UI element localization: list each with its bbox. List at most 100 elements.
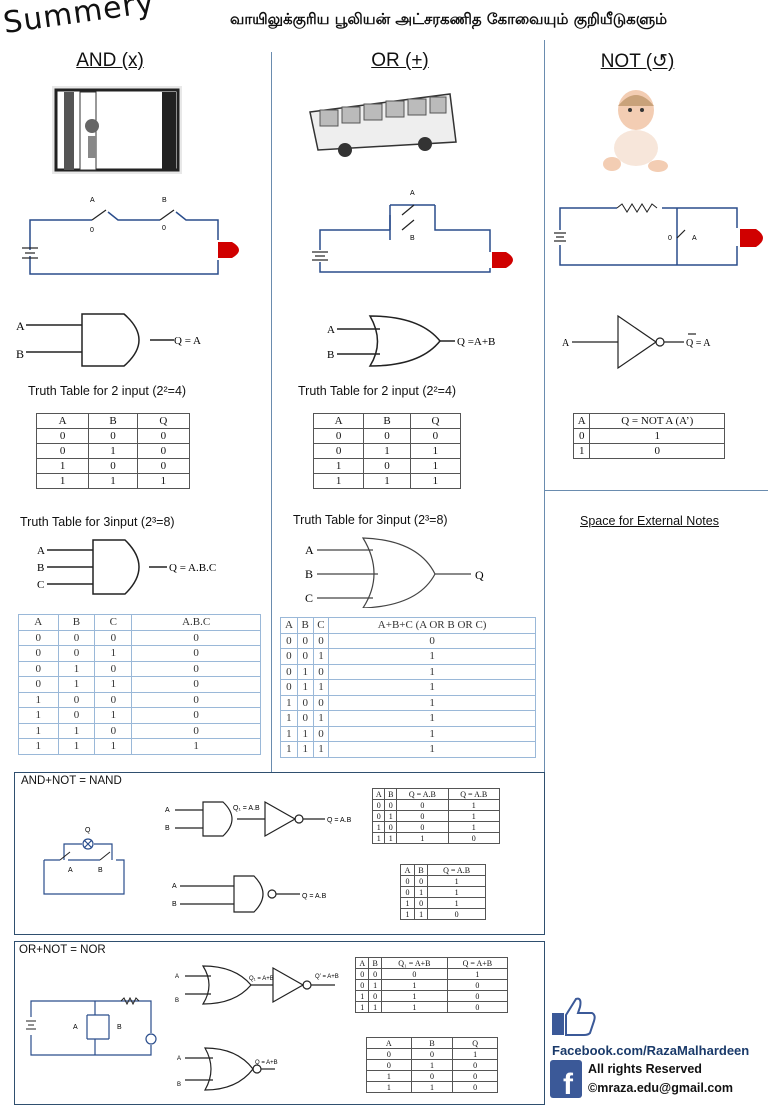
table-cell: Q = NOT A (A’) — [589, 413, 725, 429]
or-parallel-circuit: A B — [312, 190, 513, 273]
svg-text:A: A — [73, 1024, 78, 1031]
table-cell: A — [354, 957, 370, 969]
bus-photo — [309, 93, 457, 157]
table-cell: 1 — [328, 741, 536, 758]
table-cell: 0 — [131, 629, 261, 646]
or-gate-2-input: A B Q =A+B — [327, 315, 495, 367]
table-cell: 1 — [280, 694, 298, 711]
table-cell: 1 — [384, 810, 398, 822]
and-heading: AND (x) — [76, 50, 144, 71]
not-output-label: Q = A — [686, 338, 711, 349]
table-cell: 0 — [296, 694, 314, 711]
or-3-caption: Truth Table for 3input (2³=8) — [293, 513, 448, 527]
table-cell: 0 — [94, 660, 133, 677]
table-cell: B — [410, 1037, 454, 1049]
table-cell: 1 — [296, 725, 314, 742]
svg-text:Q = A.B: Q = A.B — [327, 817, 352, 824]
table-cell: 1 — [18, 738, 59, 755]
table-cell: 0 — [452, 1070, 498, 1082]
page-title: Summery — [1, 0, 157, 41]
table-cell: 1 — [371, 821, 386, 833]
facebook-link[interactable]: Facebook.com/RazaMalhardeen — [552, 1043, 750, 1058]
or-2-caption: Truth Table for 2 input (2²=4) — [298, 384, 457, 398]
table-cell: 1 — [328, 663, 536, 680]
table-cell: 0 — [88, 428, 138, 444]
table-cell: 0 — [18, 676, 59, 693]
and3-input-b: B — [37, 562, 44, 574]
nor-section — [14, 941, 545, 1105]
table-cell: 1 — [414, 908, 429, 920]
not-switch-state: 0 — [668, 235, 672, 242]
svg-text:A: A — [177, 1056, 181, 1062]
not-input-a: A — [562, 338, 570, 349]
table-cell: Q₁ = A+B — [380, 957, 448, 969]
table-cell: 1 — [296, 741, 314, 758]
and3-input-a: A — [37, 545, 45, 557]
svg-text:A: A — [68, 867, 73, 874]
table-cell: 1 — [94, 707, 133, 724]
svg-text:Q’ = A+B: Q’ = A+B — [315, 974, 339, 980]
table-cell: A — [35, 413, 90, 429]
table-cell: 1 — [366, 1070, 412, 1082]
svg-text:B: B — [175, 998, 179, 1004]
table-cell: 1 — [312, 458, 365, 474]
table-cell: 1 — [380, 979, 448, 991]
rights-text: All rights Reserved — [588, 1062, 702, 1076]
table-cell: 0 — [57, 707, 96, 724]
table-cell: 0 — [131, 722, 261, 739]
or3-input-c: C — [305, 591, 313, 605]
table-cell: 1 — [409, 473, 462, 489]
table-cell: 1 — [368, 1001, 382, 1013]
and-gate-2-input: A B Q = A — [16, 313, 201, 367]
table-cell: 1 — [384, 832, 398, 844]
table-cell: 0 — [368, 990, 382, 1002]
table-cell: 0 — [363, 428, 411, 444]
table-cell: 1 — [94, 676, 133, 693]
table-cell: 1 — [35, 458, 90, 474]
table-cell: 1 — [354, 1001, 370, 1013]
table-cell: 1 — [18, 691, 59, 708]
table-cell: A.B.C — [131, 614, 261, 631]
nand-and-not-diagram: AB Q₁ = A.BQ = A.B — [165, 800, 352, 838]
table-cell: A — [572, 413, 591, 429]
table-cell: B — [414, 864, 429, 876]
table-cell: 0 — [366, 1059, 412, 1071]
table-cell: B — [88, 413, 138, 429]
table-cell: 1 — [409, 443, 462, 459]
email-text[interactable]: ©mraza.edu@gmail.com — [588, 1081, 734, 1095]
table-cell: B — [384, 788, 398, 800]
table-cell: 1 — [312, 741, 330, 758]
table-cell: 1 — [427, 886, 486, 898]
and-output-label: Q = A — [174, 335, 201, 347]
table-cell: 1 — [446, 968, 509, 980]
table-cell: 0 — [447, 832, 501, 844]
switch-a-state: 0 — [90, 227, 94, 234]
table-cell: 1 — [409, 458, 462, 474]
and3-input-c: C — [37, 579, 44, 591]
table-cell: 1 — [414, 886, 429, 898]
table-cell: 0 — [446, 990, 509, 1002]
table-cell: 1 — [427, 897, 486, 909]
table-cell: 0 — [396, 810, 449, 822]
table-cell: 0 — [57, 691, 96, 708]
table-cell: 1 — [380, 990, 448, 1002]
table-cell: 1 — [399, 897, 416, 909]
table-cell: 1 — [328, 679, 536, 696]
